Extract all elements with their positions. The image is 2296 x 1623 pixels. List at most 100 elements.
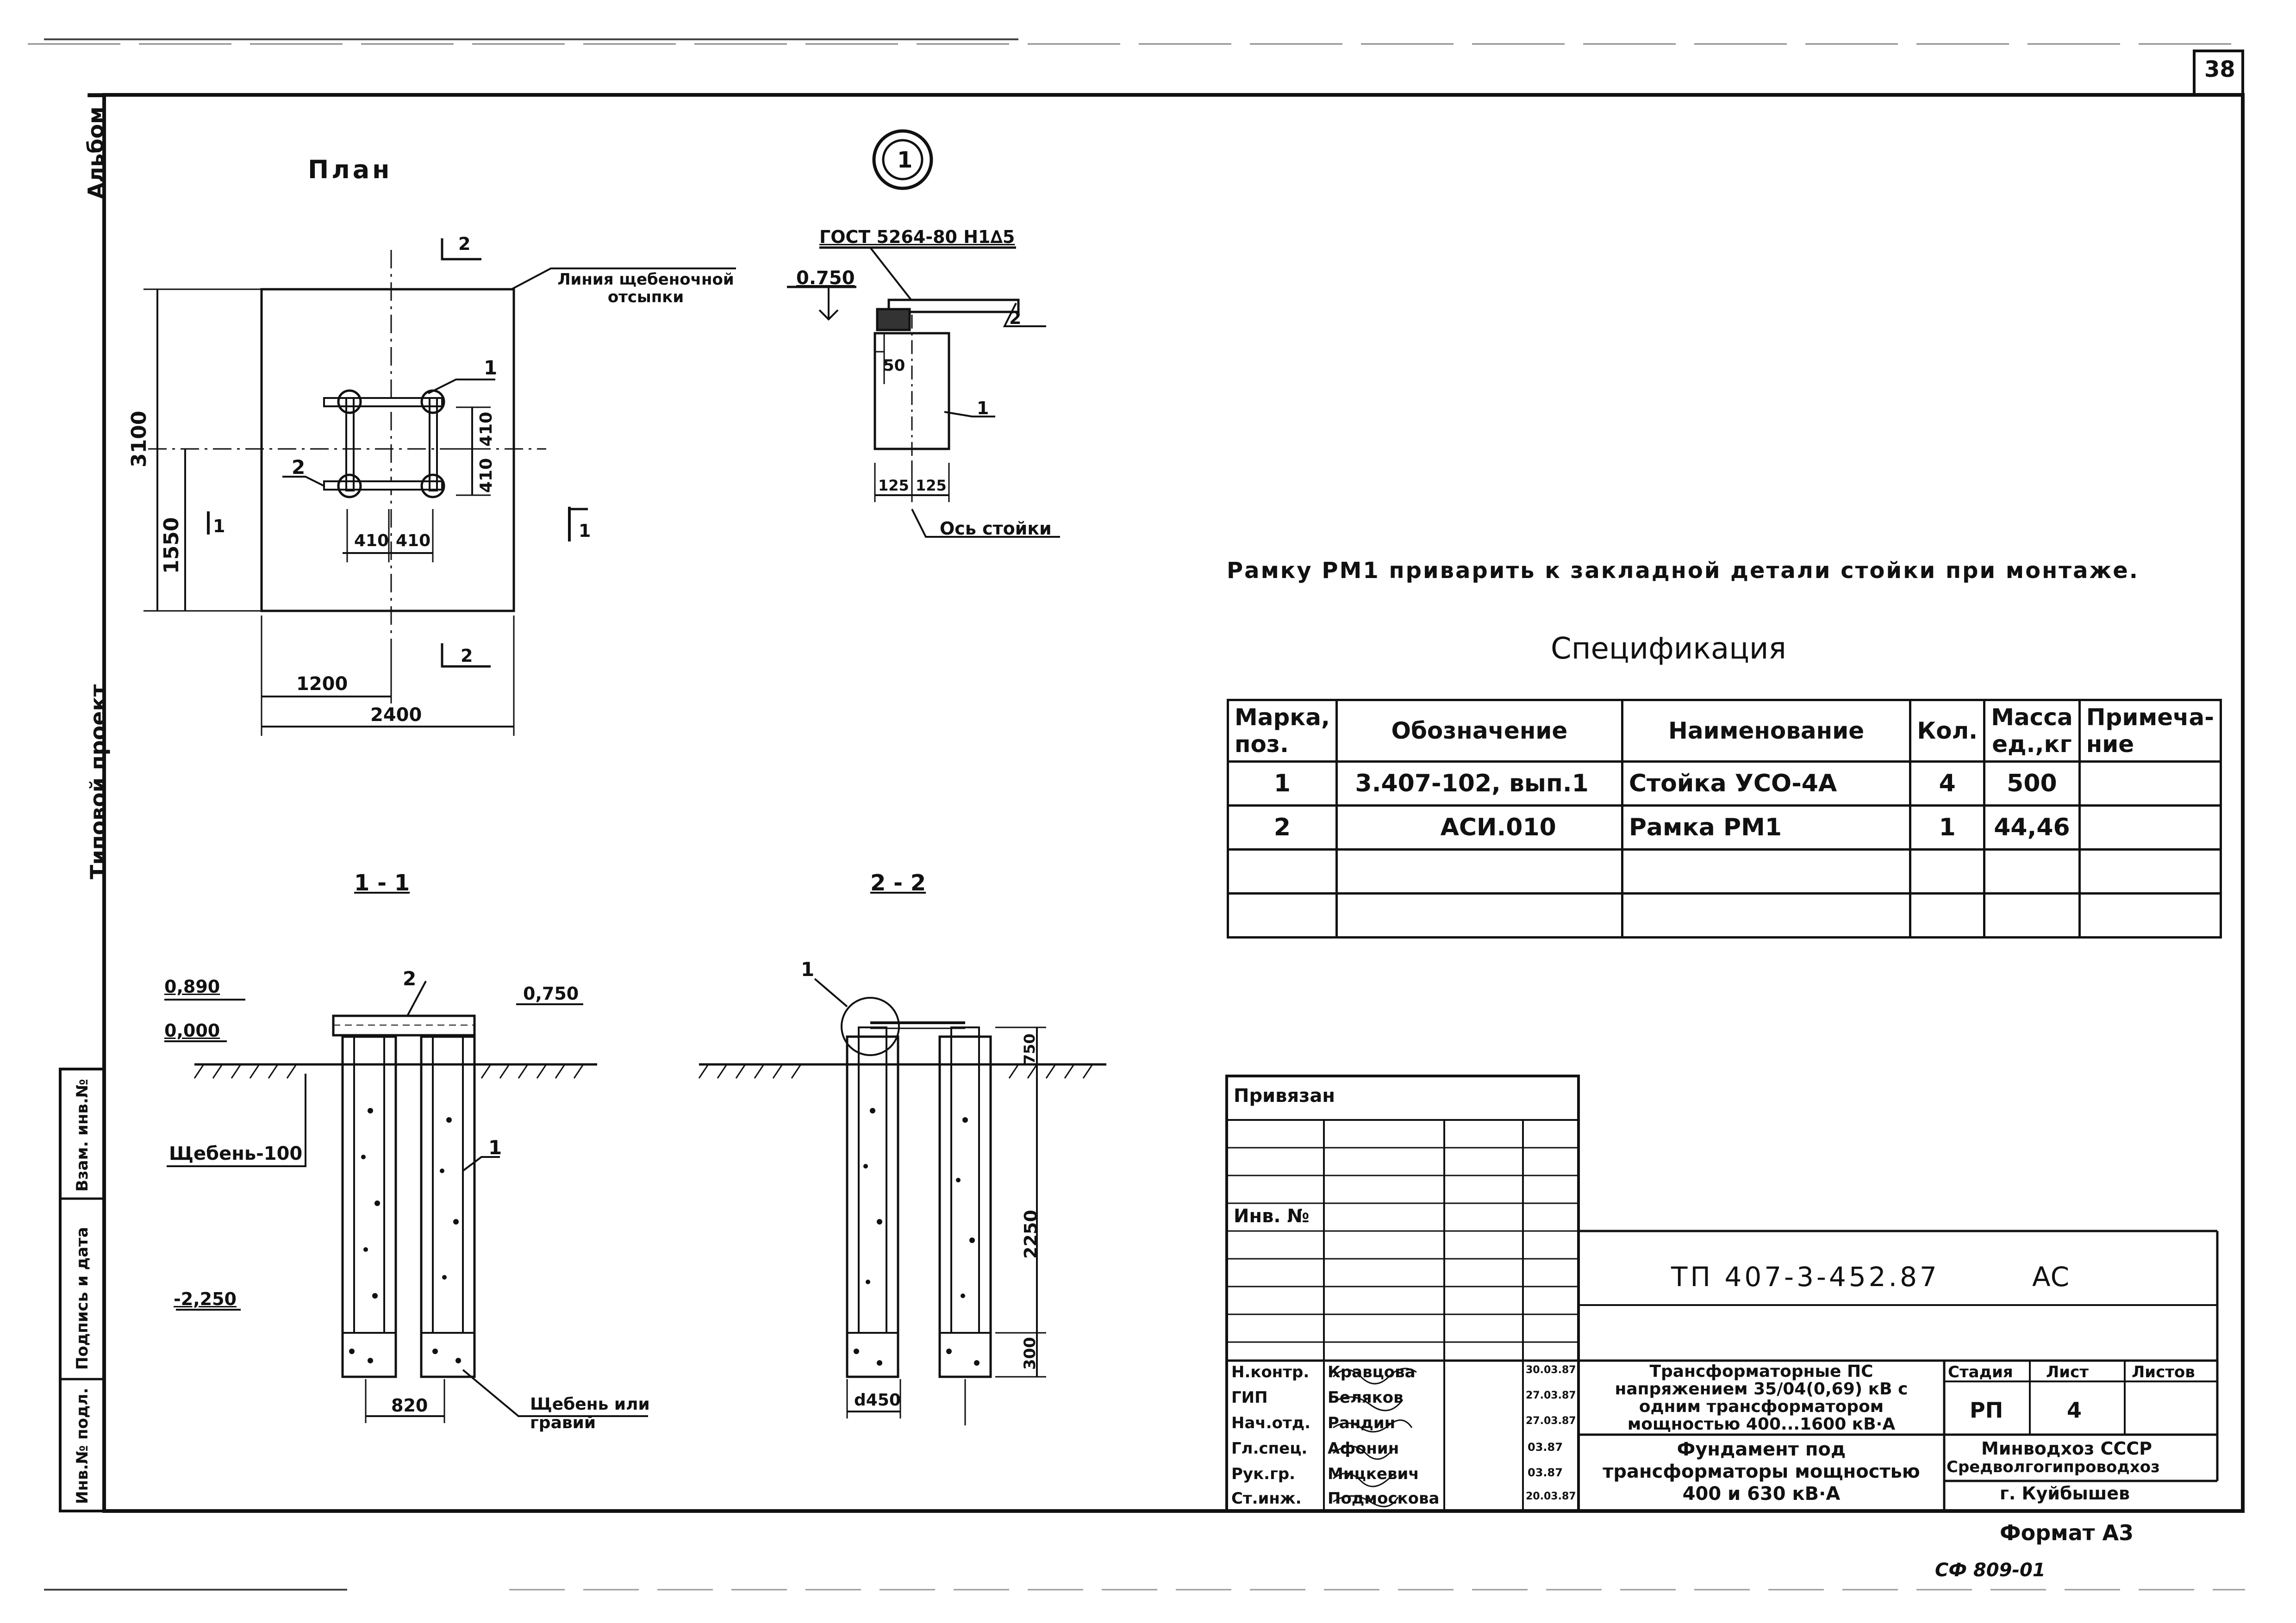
spec-cell: 44,46	[1983, 804, 2081, 851]
org-line-3: г. Куйбышев	[2000, 1483, 2130, 1504]
page-number: 38	[2204, 56, 2235, 82]
level-0890: 0,890	[164, 976, 220, 997]
gravel-100-label: Щебень-100	[169, 1143, 303, 1164]
detail-axis-label: Ось стойки	[940, 518, 1052, 539]
role-gip: ГИП	[1231, 1388, 1268, 1407]
plan-title: План	[308, 155, 393, 184]
detail-level-label: 0.750	[796, 267, 855, 289]
org-line-2: Средволгогипроводхоз	[1947, 1458, 2160, 1476]
section-2-2-title: 2 - 2	[870, 870, 926, 896]
section2-pos1: 1	[801, 958, 815, 981]
detail-pos2-label: 2	[1009, 308, 1022, 328]
table-row	[1227, 892, 2222, 939]
spec-header-name: Наименование	[1621, 699, 1912, 763]
level-0750: 0,750	[523, 983, 579, 1004]
sheet-title: Фундамент под трансформаторы мощностью 4…	[1603, 1439, 1920, 1505]
date-nkontr: 30.03.87	[1526, 1364, 1576, 1376]
date-gip: 27.03.87	[1526, 1390, 1576, 1401]
spec-title: Спецификация	[1551, 632, 1786, 666]
name-nkontr: Кравцова	[1328, 1363, 1416, 1381]
section-1-1-title: 1 - 1	[354, 870, 410, 896]
detail-gost-label: ГОСТ 5264-80 Н1∆5	[819, 227, 1015, 247]
spec-cell: Рамка РМ1	[1621, 804, 1912, 851]
spec-cell: 500	[1983, 760, 2081, 807]
date-rukgr: 03.87	[1528, 1466, 1563, 1479]
spec-cell	[2078, 760, 2222, 807]
plan-section2-bottom: 2	[461, 646, 473, 666]
plan-dim-1200: 1200	[296, 673, 348, 695]
doc-suffix: АС	[2032, 1261, 2070, 1293]
spec-header-mark: Марка, поз.	[1227, 699, 1338, 763]
name-rukgr: Мицкевич	[1328, 1465, 1419, 1483]
spec-cell: АСИ.010	[1335, 804, 1623, 851]
sheet-code: СФ 809-01	[1935, 1560, 2046, 1581]
org-line-1: Минводхоз СССР	[1981, 1438, 2152, 1459]
section1-pos1: 1	[488, 1136, 502, 1159]
section1-dim-820: 820	[391, 1395, 428, 1416]
sheet-value: 4	[2067, 1398, 2082, 1423]
plan-pos1-label: 1	[484, 356, 498, 379]
table-row: 1 3.407-102, вып.1 Стойка УСО-4А 4 500	[1227, 760, 2222, 807]
plan-pos2-label: 2	[292, 456, 306, 479]
spec-header-note: Примеча-ние	[2078, 699, 2222, 763]
name-nachotd: Рандин	[1328, 1414, 1396, 1432]
plan-marker-number: 1	[897, 147, 913, 173]
section2-dim-d450: d450	[854, 1391, 901, 1410]
plan-section1-right: 1	[579, 521, 591, 541]
spec-table: Марка, поз. Обозначение Наименование Кол…	[1227, 699, 2222, 939]
spec-cell: 4	[1909, 760, 1986, 807]
detail-dim-50: 50	[883, 356, 905, 375]
role-nachotd: Нач.отд.	[1231, 1414, 1311, 1432]
plan-dim-410-h2: 410	[396, 531, 431, 550]
spec-cell: Стойка УСО-4А	[1621, 760, 1912, 807]
table-row: 2 АСИ.010 Рамка РМ1 1 44,46	[1227, 804, 2222, 851]
stage-value: РП	[1970, 1398, 2003, 1423]
level-minus2250: -2,250	[174, 1289, 237, 1309]
stage-header: Стадия	[1948, 1363, 2013, 1381]
plan-section2-top: 2	[458, 234, 471, 254]
name-gip: Беляков	[1328, 1388, 1404, 1407]
role-rukgr: Рук.гр.	[1231, 1465, 1296, 1483]
spec-cell: 1	[1909, 804, 1986, 851]
plan-section1-left: 1	[213, 516, 225, 536]
doc-code: ТП 407-3-452.87	[1671, 1261, 1940, 1293]
spec-cell: 2	[1227, 804, 1338, 851]
spec-header-designation: Обозначение	[1335, 699, 1623, 763]
date-stinzh: 20.03.87	[1526, 1491, 1576, 1502]
detail-dim-125-left: 125	[878, 477, 909, 494]
detail-dim-125-right: 125	[916, 477, 947, 494]
welding-note: Рамку РМ1 приварить к закладной детали с…	[1227, 558, 2140, 584]
name-glspec: Афонин	[1328, 1439, 1399, 1458]
project-title: Трансформаторные ПС напряжением 35/04(0,…	[1615, 1362, 1908, 1434]
date-glspec: 03.87	[1528, 1441, 1563, 1454]
spec-cell: 1	[1227, 760, 1338, 807]
spec-cell	[2078, 804, 2222, 851]
spec-cell: 3.407-102, вып.1	[1335, 760, 1623, 807]
privyazan-label: Привязан	[1234, 1085, 1335, 1107]
sheets-header: Листов	[2132, 1363, 2195, 1381]
gravel-bottom-label: Щебень или гравий	[530, 1395, 650, 1432]
spec-header-row: Марка, поз. Обозначение Наименование Кол…	[1227, 699, 2222, 763]
name-stinzh: Подмоскова	[1328, 1489, 1440, 1508]
spec-header-mass: Масса ед.,кг	[1983, 699, 2081, 763]
table-row	[1227, 848, 2222, 895]
date-nachotd: 27.03.87	[1526, 1415, 1576, 1427]
role-stinzh: Ст.инж.	[1231, 1489, 1302, 1508]
gravel-line-label: Линия щебеночной отсыпки	[557, 270, 734, 306]
plan-dim-2400: 2400	[370, 704, 422, 726]
section1-pos2: 2	[403, 967, 417, 990]
sheet-header: Лист	[2046, 1363, 2089, 1381]
level-0000: 0,000	[164, 1020, 220, 1041]
role-nkontr: Н.контр.	[1231, 1363, 1310, 1381]
plan-dim-410-h1: 410	[354, 531, 389, 550]
spec-header-qty: Кол.	[1909, 699, 1986, 763]
role-glspec: Гл.спец.	[1231, 1439, 1308, 1458]
inv-no-label: Инв. №	[1234, 1206, 1310, 1227]
detail-pos1-label: 1	[977, 398, 989, 418]
